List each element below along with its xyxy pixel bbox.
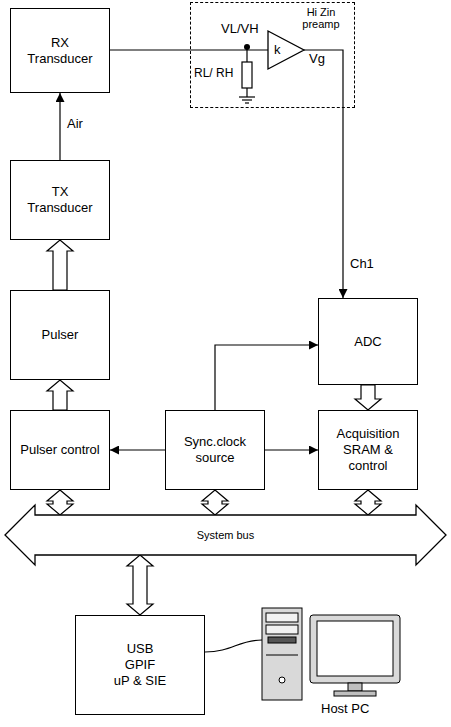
transducer-box: RX Transducer — [10, 8, 110, 93]
node-text: USB — [127, 641, 154, 657]
node-text: Pulser — [42, 327, 79, 343]
signal-label: Vg — [308, 51, 326, 66]
bus-arrow — [202, 490, 228, 515]
signal-arrow — [110, 49, 268, 50]
triangle-outline — [268, 31, 304, 69]
node-text: GPIF — [125, 657, 155, 673]
bus-arrow — [355, 385, 381, 410]
usb-controller-box: USBGPIFuP & SIE — [75, 615, 205, 715]
memory-box: Acquisition SRAM & control — [318, 410, 418, 490]
system-bus: System bus — [5, 515, 446, 555]
node-text: Hi Zin preamp — [292, 6, 350, 30]
node-text: System bus — [5, 529, 446, 542]
clock-box: Sync.clock source — [165, 410, 265, 490]
edge-label: Ch1 — [349, 256, 375, 271]
node-text: Acquisition SRAM & control — [327, 426, 409, 474]
transducer-box: TX Transducer — [10, 160, 110, 240]
bus-arrow — [47, 380, 73, 410]
node-text: ADC — [354, 334, 381, 350]
ground-symbol — [239, 97, 255, 103]
bus-arrow — [47, 490, 73, 515]
pc-tower — [262, 608, 302, 700]
node-text: k — [274, 42, 281, 58]
usb-cable — [205, 640, 262, 652]
node-text: uP & SIE — [114, 673, 167, 689]
signal-arrow — [265, 449, 318, 450]
signal-arrow — [215, 345, 318, 410]
signal-arrow — [59, 93, 60, 160]
amplifier-triangle: k — [268, 31, 304, 69]
signal-arrow — [304, 50, 343, 298]
wire — [246, 47, 247, 62]
pc-monitor — [310, 615, 400, 696]
pulser-box: Pulser — [10, 290, 110, 380]
signal-arrow — [110, 449, 165, 450]
signal-label: VL/VH — [220, 21, 260, 36]
signal-label: RL/ RH — [193, 66, 234, 81]
signal-label: Host PC — [320, 701, 370, 716]
edge-label: Air — [66, 116, 84, 131]
control-box: Pulser control — [10, 410, 110, 490]
resistor-symbol — [242, 62, 252, 88]
adc-box: ADC — [318, 298, 418, 385]
wire — [246, 88, 247, 97]
bus-arrow — [355, 490, 381, 515]
node-text: RX Transducer — [19, 35, 101, 67]
bus-arrow — [47, 240, 73, 290]
node-text: Pulser control — [20, 442, 99, 458]
bus-arrow — [127, 555, 153, 615]
node-text: Sync.clock source — [174, 434, 256, 466]
preamp-group: Hi Zin preamp k — [190, 2, 355, 108]
node-text: TX Transducer — [19, 184, 101, 216]
